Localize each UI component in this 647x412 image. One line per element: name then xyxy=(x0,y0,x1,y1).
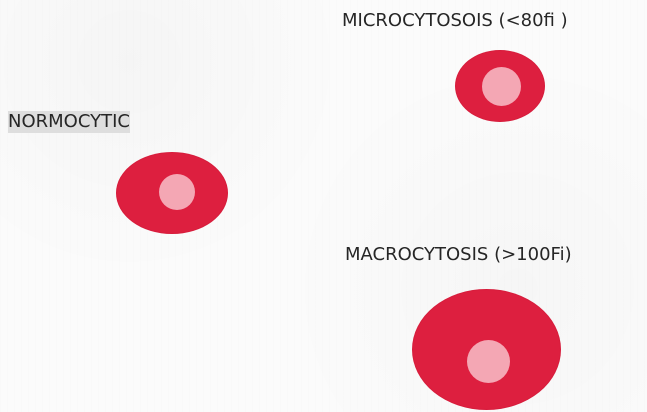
macrocytic-cell-center xyxy=(467,340,510,383)
microcytic-cell-center xyxy=(482,67,521,106)
label-macrocytosis: MACROCYTOSIS (>100Fi) xyxy=(345,246,572,264)
normocytic-cell-center xyxy=(159,174,195,210)
label-microcytosis: MICROCYTOSOIS (<80fi ) xyxy=(342,12,568,30)
label-normocytic: NORMOCYTIC xyxy=(8,111,130,133)
